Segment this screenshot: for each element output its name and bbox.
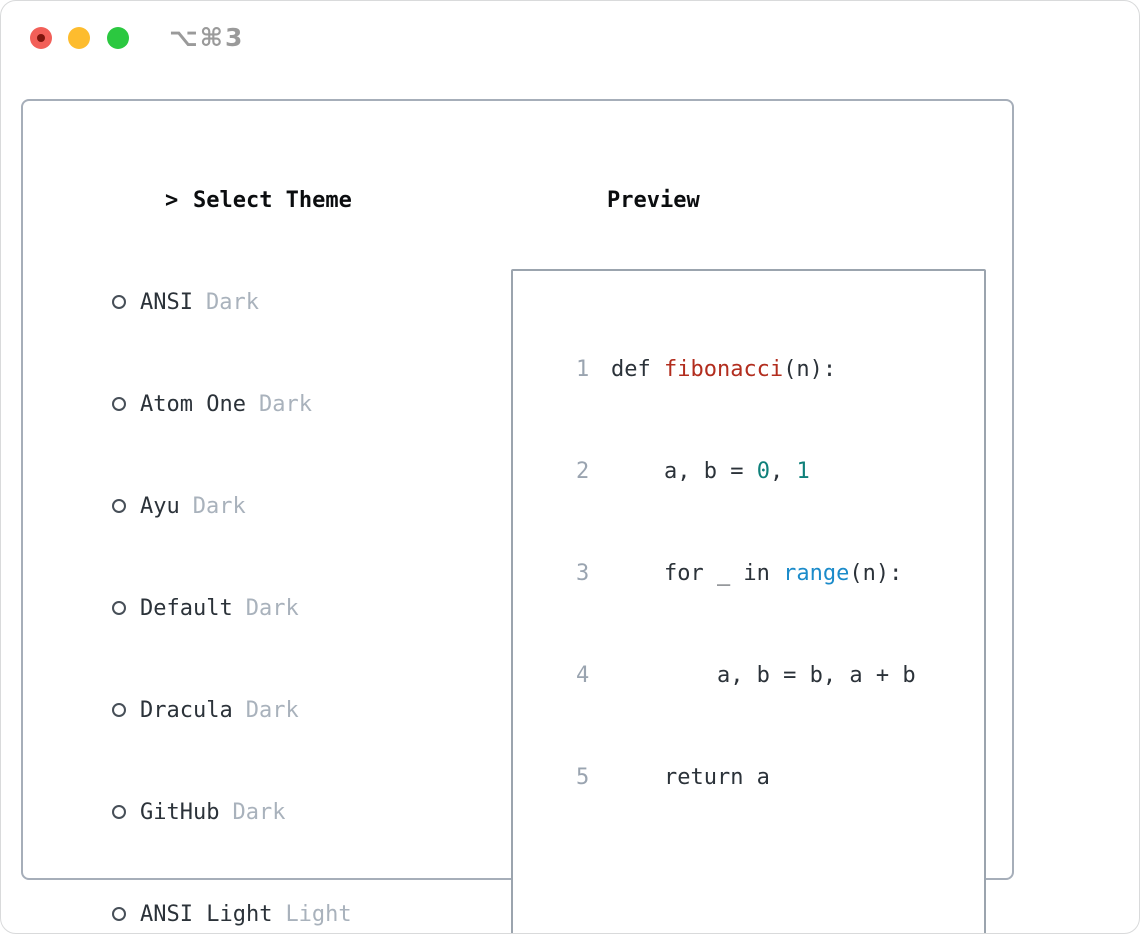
radio-icon bbox=[111, 805, 126, 819]
code-segment: 0 bbox=[756, 459, 770, 484]
line-number: 4 bbox=[575, 663, 590, 688]
radio-icon bbox=[111, 907, 126, 921]
theme-list-title: Select Theme bbox=[192, 188, 352, 213]
code-line: 2 a, b = 0, 1 bbox=[523, 421, 976, 523]
code-segment: a, b = bbox=[610, 459, 757, 484]
code-segment: a, b = b, a + b bbox=[610, 663, 916, 688]
cursor-icon: > bbox=[164, 188, 179, 213]
radio-icon bbox=[111, 601, 126, 615]
code-segment: range bbox=[783, 561, 850, 586]
code-segment: fibonacci bbox=[663, 357, 784, 382]
code-line: 5 return a bbox=[523, 727, 976, 829]
theme-list-header: > Select Theme bbox=[59, 150, 509, 252]
code-segment: return a bbox=[610, 765, 770, 790]
radio-icon bbox=[111, 703, 126, 717]
code-segment: def bbox=[610, 357, 664, 382]
minimize-button[interactable] bbox=[68, 27, 90, 49]
code-segment: for _ in bbox=[610, 561, 784, 586]
code-segment: , bbox=[769, 459, 797, 484]
code-segment: 1 bbox=[796, 459, 810, 484]
preview-header: Preview bbox=[501, 150, 986, 252]
code-segment: (n): bbox=[849, 561, 903, 586]
line-number: 1 bbox=[575, 357, 590, 382]
radio-icon bbox=[111, 397, 126, 411]
code-line: 4 a, b = b, a + b bbox=[523, 625, 976, 727]
titlebar: ⌥⌘3 bbox=[1, 1, 1139, 75]
code-line: 3 for _ in range(n): bbox=[523, 523, 976, 625]
window-title: ⌥⌘3 bbox=[169, 23, 245, 52]
code-line bbox=[523, 829, 976, 931]
line-number: 5 bbox=[575, 765, 590, 790]
line-number: 2 bbox=[575, 459, 590, 484]
code-segment: (n): bbox=[783, 357, 837, 382]
close-button[interactable] bbox=[30, 27, 52, 49]
code-line: 1 def fibonacci(n): bbox=[523, 319, 976, 421]
preview-title: Preview bbox=[606, 188, 700, 213]
zoom-button[interactable] bbox=[107, 27, 129, 49]
radio-icon bbox=[111, 499, 126, 513]
line-number: 3 bbox=[575, 561, 590, 586]
radio-icon bbox=[111, 295, 126, 309]
